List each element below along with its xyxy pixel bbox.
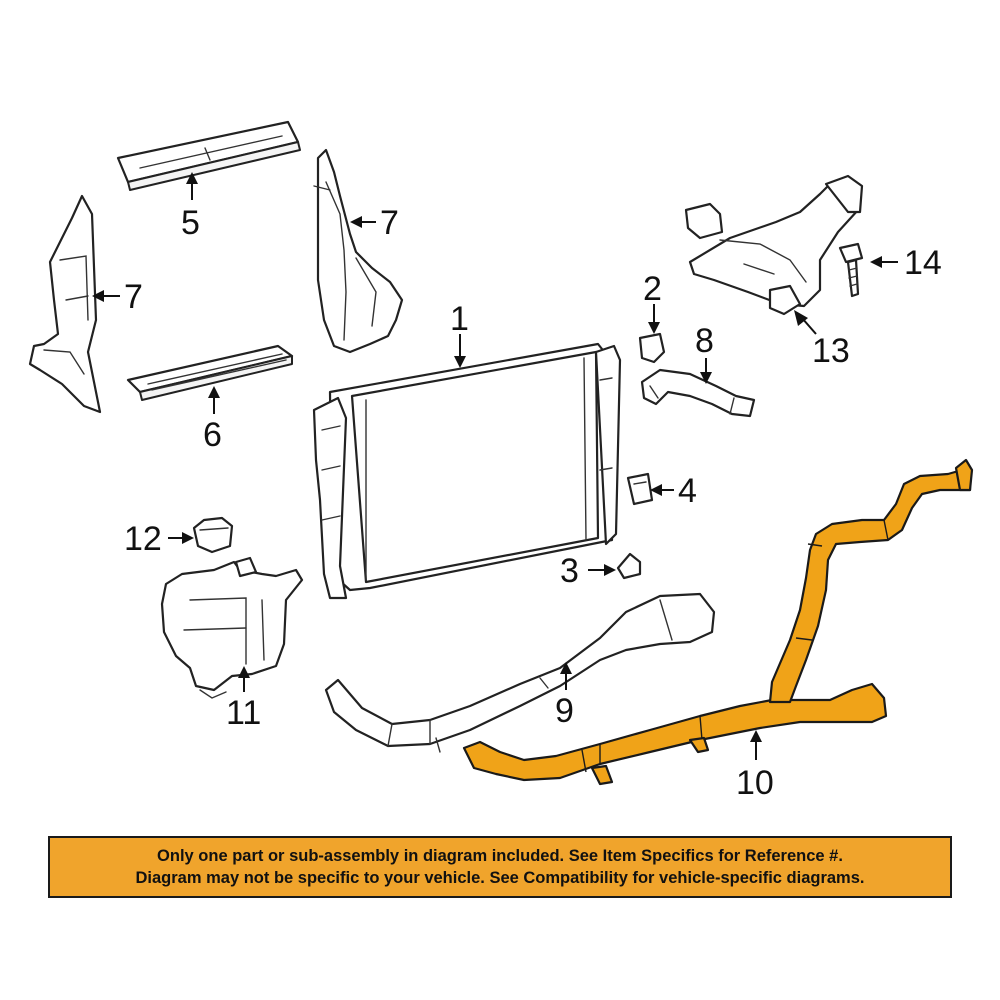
callout-9: 9 [555, 692, 574, 730]
leader-8 [700, 358, 712, 384]
part-7-right-deflector [313, 148, 404, 354]
callout-12: 12 [124, 520, 162, 558]
callout-5: 5 [181, 204, 200, 242]
callout-7-right: 7 [380, 204, 399, 242]
leader-11 [238, 666, 250, 692]
leader-14 [870, 256, 898, 268]
part-10-hose-assembly [462, 458, 974, 786]
callout-14: 14 [904, 244, 942, 282]
leader-6 [208, 386, 220, 414]
callout-10: 10 [736, 764, 774, 802]
callout-4: 4 [678, 472, 697, 510]
leader-7b [350, 216, 376, 228]
disclaimer-line-2: Diagram may not be specific to your vehi… [135, 869, 865, 887]
disclaimer-line-1: Only one part or sub-assembly in diagram… [157, 847, 843, 865]
part-4-bracket [626, 472, 654, 506]
leader-4 [650, 484, 674, 496]
callout-2: 2 [643, 270, 662, 308]
callout-1: 1 [450, 300, 469, 338]
leader-2 [648, 304, 660, 334]
leader-12 [168, 532, 194, 544]
leader-7a [92, 290, 120, 302]
part-6-lower-seal [126, 344, 294, 401]
part-9-lower-hose [324, 592, 716, 753]
leader-13 [794, 310, 817, 335]
callout-3: 3 [560, 552, 579, 590]
callout-13: 13 [812, 332, 850, 370]
leader-10 [750, 730, 762, 760]
part-5-upper-seal [116, 120, 301, 191]
callout-labels: 1 2 3 4 5 6 7 7 8 9 10 11 12 13 14 [124, 204, 942, 802]
leader-5 [186, 172, 198, 200]
leader-9 [560, 662, 572, 690]
callout-7-left: 7 [124, 278, 143, 316]
part-8-upper-hose [640, 368, 756, 418]
part-3-lower-insulator [616, 552, 642, 580]
part-14-bolt [838, 242, 864, 298]
leader-1 [454, 334, 466, 368]
callout-8: 8 [695, 322, 714, 360]
part-13-thermostat-housing [684, 174, 864, 316]
callout-6: 6 [203, 416, 222, 454]
part-1-radiator [312, 342, 622, 600]
part-2-upper-mount [638, 332, 666, 364]
callout-11: 11 [226, 694, 261, 732]
part-7-left-deflector [28, 194, 102, 414]
disclaimer-banner: Only one part or sub-assembly in diagram… [48, 836, 952, 898]
leader-3 [588, 564, 616, 576]
part-12-reservoir-cap [192, 516, 234, 554]
part-11-coolant-reservoir [160, 556, 304, 699]
leader-lines [92, 172, 898, 760]
